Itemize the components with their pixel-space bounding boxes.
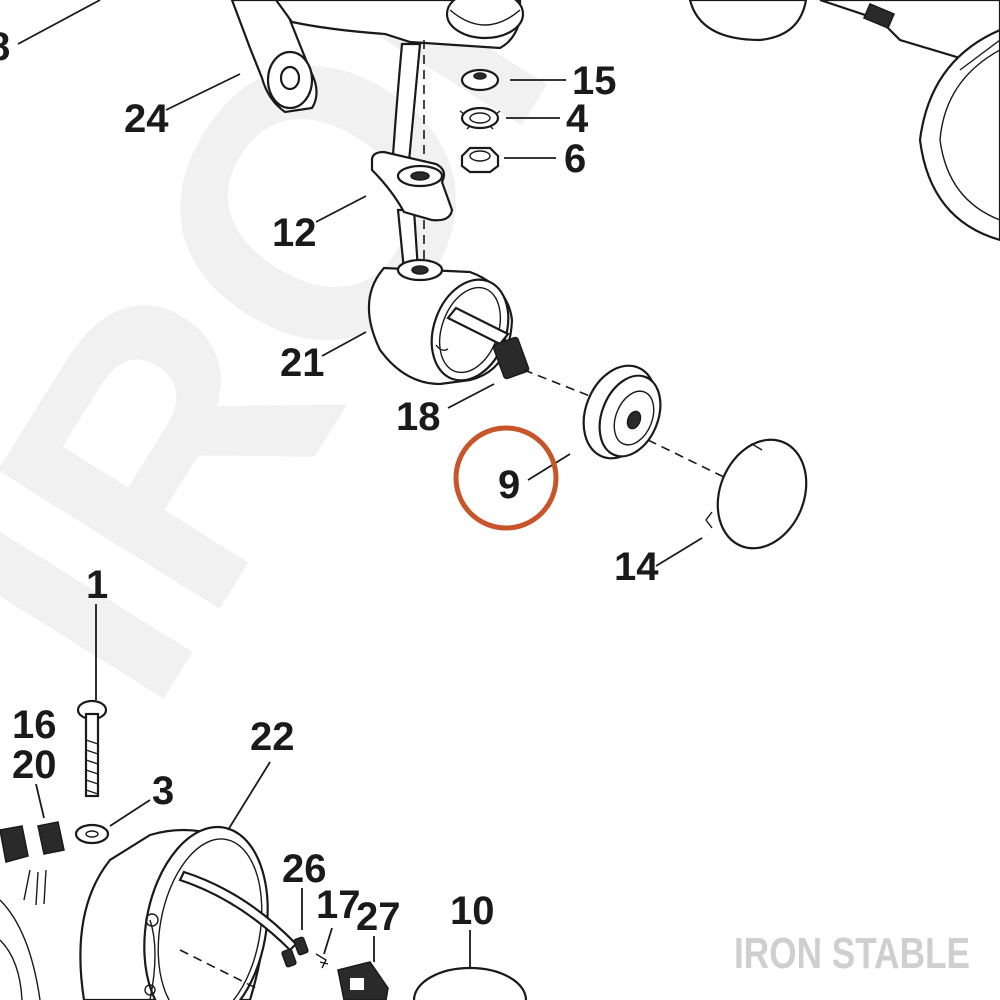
- callout-6: 6: [564, 137, 586, 181]
- bolt-part: [76, 699, 108, 798]
- trim-ring-part: [412, 966, 528, 1000]
- callout-14: 14: [614, 545, 659, 589]
- callout-3: 3: [152, 769, 174, 813]
- callout-12: 12: [272, 211, 317, 255]
- wire-connector-part: [446, 306, 530, 380]
- callout-27: 27: [356, 895, 401, 939]
- flat-washer-part: [74, 823, 110, 845]
- callout-16: 16: [12, 703, 57, 747]
- callout-15: 15: [572, 59, 617, 103]
- lens-cover-part: [705, 438, 808, 550]
- callout-17: 17: [316, 883, 361, 927]
- callout-18: 18: [396, 395, 441, 439]
- clamp-boot-part: [370, 150, 454, 222]
- callout-24: 24: [124, 97, 169, 141]
- leader-lines: [17, 0, 703, 968]
- callout-1: 1: [86, 563, 108, 607]
- callout-20: 20: [12, 743, 57, 787]
- headlight-bucket-part: [79, 825, 298, 1000]
- headlight-fragment-part: [688, 0, 1000, 242]
- terminals-part: [281, 936, 329, 969]
- callout-8: 8: [0, 25, 10, 69]
- lock-washer-part: [459, 106, 501, 130]
- mount-bracket-part: [230, 0, 525, 114]
- callout-22: 22: [250, 715, 295, 759]
- highlight-circle: [453, 425, 559, 531]
- dome-washer-part: [460, 68, 500, 92]
- led-insert-part: [582, 364, 662, 460]
- brand-label: IRON STABLE: [734, 929, 970, 978]
- wire-axis-line: [523, 369, 601, 401]
- lens-axis-line: [647, 439, 731, 481]
- callout-26: 26: [282, 847, 327, 891]
- callout-9: 9: [498, 463, 520, 507]
- connector-block-part: [337, 961, 389, 1000]
- callout-10: 10: [450, 889, 495, 933]
- callout-21: 21: [280, 341, 325, 385]
- wire-clips-part: [0, 821, 65, 1000]
- hex-nut-part: [460, 146, 500, 174]
- callout-4: 4: [566, 97, 589, 141]
